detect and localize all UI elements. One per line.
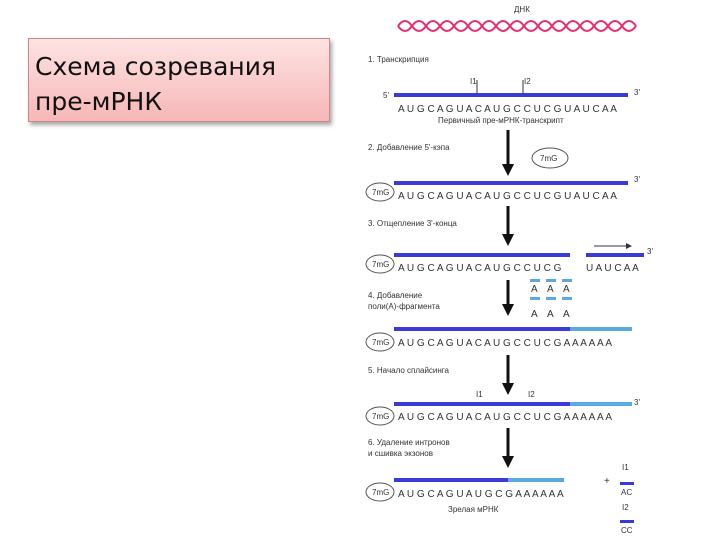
cap-label-6: 7mG bbox=[372, 488, 389, 497]
excised-intron2-seq: CC bbox=[621, 526, 633, 535]
five-prime-label: 5' bbox=[383, 91, 389, 100]
mature-mrna-label: Зрелая мРНК bbox=[448, 505, 499, 514]
sequence-5: A U G C A G U A C A U G C C U C G A A A … bbox=[398, 412, 612, 423]
step6-label-line2: и сшивка экзонов bbox=[368, 449, 433, 458]
cut-fragment: U A U C A A bbox=[586, 263, 639, 274]
cap-label-5: 7mG bbox=[372, 412, 389, 421]
strand-5 bbox=[394, 402, 570, 406]
cap-label-2: 7mG bbox=[372, 188, 389, 197]
cap-label-3: 7mG bbox=[372, 260, 389, 269]
primary-transcript-label: Первичный пре-мРНК-транскрипт bbox=[438, 116, 564, 125]
cap-label-4: 7mG bbox=[372, 338, 389, 347]
step4-label-line1: 4. Добавление bbox=[368, 291, 423, 300]
excised-intron1-seq: AC bbox=[621, 488, 632, 497]
poly-a-tail-6 bbox=[508, 478, 564, 482]
intron2-label-5: I2 bbox=[528, 390, 535, 399]
strand-1 bbox=[394, 93, 628, 97]
poly-a-fragments: A A A A A A bbox=[530, 279, 572, 320]
sequence-1: A U G C A G U A C A U G C C U C G U A U … bbox=[398, 104, 617, 115]
mrna-maturation-diagram: ДНК 1. Транскрипция I1 I2 5' 3' A U G C … bbox=[365, 5, 653, 535]
step2-label: 2. Добавление 5'-кэпа bbox=[368, 143, 450, 152]
plus-sign: + bbox=[604, 476, 610, 487]
intron1-label-5: I1 bbox=[476, 390, 483, 399]
step4-label-line2: поли(А)-фрагмента bbox=[368, 302, 440, 311]
poly-a-3: A bbox=[563, 284, 570, 295]
intron1-label: I1 bbox=[470, 77, 477, 86]
cap-floating: 7mG bbox=[540, 154, 557, 163]
step3-label: 3. Отщепление 3'-конца bbox=[368, 219, 457, 228]
step5-label: 5. Начало сплайсинга bbox=[368, 366, 450, 375]
step6-label-line1: 6. Удаление интронов bbox=[368, 438, 450, 447]
three-prime-3: 3' bbox=[647, 247, 653, 256]
sequence-6: A U G C A G U A U G C G A A A A A A bbox=[398, 489, 564, 500]
poly-a-5: A bbox=[547, 309, 554, 320]
excised-intron1-label: I1 bbox=[622, 463, 629, 472]
step1-label: 1. Транскрипция bbox=[368, 55, 429, 64]
slide-title: Схема созревания пре-мРНК bbox=[35, 52, 277, 116]
poly-a-tail-4 bbox=[570, 327, 632, 331]
excised-intron2-label: I2 bbox=[622, 503, 629, 512]
sequence-2: A U G C A G U A C A U G C C U C G U A U … bbox=[398, 191, 617, 202]
cut-strand bbox=[586, 253, 644, 257]
strand-4 bbox=[394, 327, 570, 331]
poly-a-4: A bbox=[531, 309, 538, 320]
poly-a-6: A bbox=[563, 309, 570, 320]
three-prime-5: 3' bbox=[634, 398, 640, 407]
dna-label: ДНК bbox=[514, 5, 530, 14]
intron2-label: I2 bbox=[524, 77, 531, 86]
strand-6 bbox=[394, 478, 544, 482]
three-prime-label: 3' bbox=[634, 88, 640, 97]
poly-a-2: A bbox=[547, 284, 554, 295]
three-prime-2: 3' bbox=[634, 175, 640, 184]
sequence-3: A U G C A G U A C A U G C C U C G bbox=[398, 263, 562, 274]
poly-a-1: A bbox=[531, 284, 538, 295]
poly-a-tail-5 bbox=[570, 402, 632, 406]
strand-3 bbox=[394, 253, 570, 257]
title-box: Схема созревания пре-мРНК bbox=[28, 38, 330, 122]
sequence-4: A U G C A G U A C A U G C C U C G A A A … bbox=[398, 338, 612, 349]
strand-2 bbox=[394, 181, 628, 185]
dna-helix bbox=[397, 20, 637, 32]
